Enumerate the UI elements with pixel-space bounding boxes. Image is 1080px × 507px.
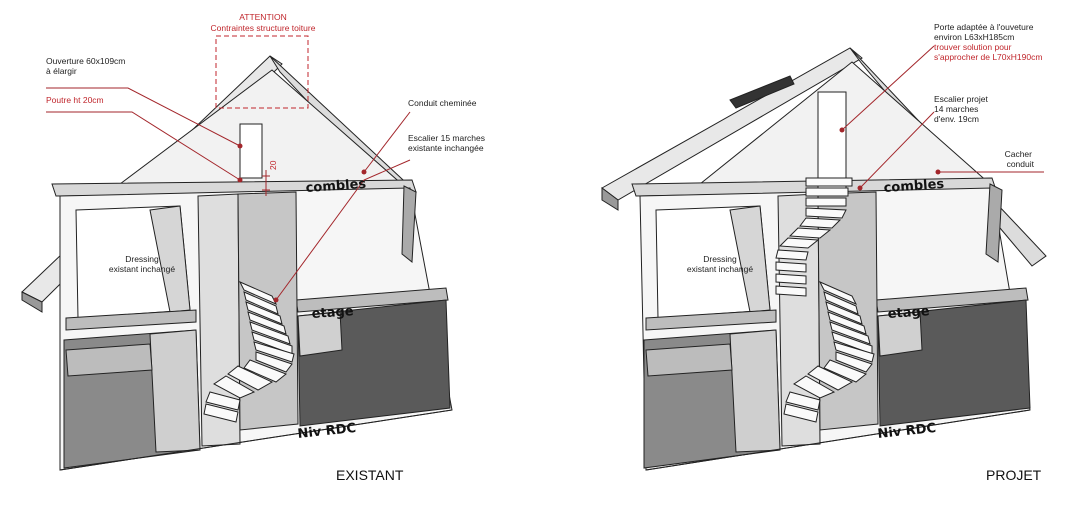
projet-porte-label-4: s'approcher de L70xH190cm [934,52,1042,62]
existant-attention-title: ATTENTION [239,12,287,22]
projet-cacher-label-1: Cacher [1005,149,1033,159]
existant-escalier-label-2: existante inchangée [408,143,484,153]
projet-rdc-label: Niv RDC [877,421,937,442]
existant-leader-lines [46,87,411,301]
existant-caption: EXISTANT [336,467,404,483]
existant-dim-mark [262,170,270,196]
projet-porte-label-3: trouver solution pour [934,42,1012,52]
existant-ouverture-label-2: à élargir [46,66,77,76]
existant-dressing-label-1: Dressing [125,254,159,264]
projet-cacher-label-2: conduit [1007,159,1035,169]
existant-etage-label: etage [311,304,354,322]
projet-escalier-label-3: d'env. 19cm [934,114,979,124]
projet-escalier-label-2: 14 marches [934,104,978,114]
existant-house-drawing [21,35,453,471]
projet-escalier-label-1: Escalier projet [934,94,988,104]
existant-dim-20-label: 20 [268,160,278,170]
projet-etage-label: etage [887,304,930,322]
projet-house-drawing [601,47,1047,471]
existant-conduit-label: Conduit cheminée [408,98,477,108]
projet-leader-lines [841,45,1044,189]
existant-dressing-label-2: existant inchangé [109,264,175,274]
projet-combles-label: combles [883,177,945,196]
existant-escalier-label-1: Escalier 15 marches [408,133,485,143]
projet-porte-label-2: environ L63xH185cm [934,32,1014,42]
existant-combles-label: combles [305,177,367,196]
projet-caption: PROJET [986,467,1042,483]
projet-dressing-label-1: Dressing [703,254,737,264]
existant-ouverture-label-1: Ouverture 60x109cm [46,56,125,66]
existant-leader-dots [237,143,367,303]
existant-rdc-label: Niv RDC [297,421,357,442]
existant-poutre-label: Poutre ht 20cm [46,95,104,105]
projet-porte-label-1: Porte adaptée à l'ouveture [934,22,1034,32]
projet-dressing-label-2: existant inchangé [687,264,753,274]
existant-attention-subtitle: Contraintes structure toiture [211,23,316,33]
projet-leader-dots [839,127,941,191]
